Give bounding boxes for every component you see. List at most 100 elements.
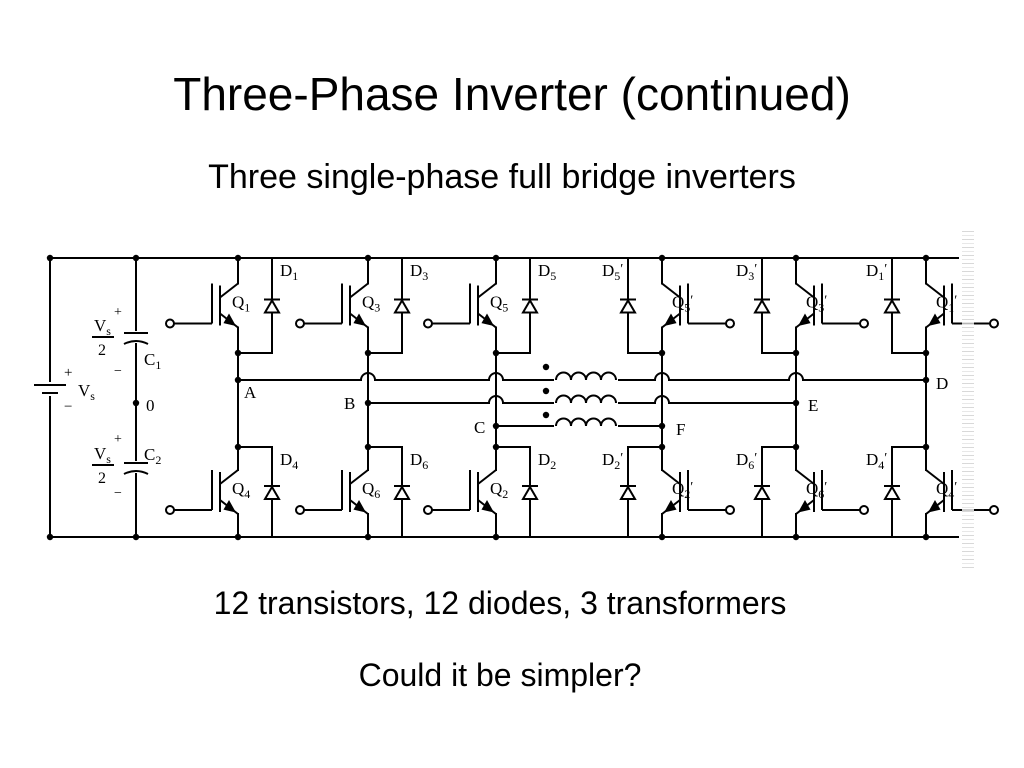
upper-switch-6-top-node	[922, 254, 930, 262]
upper-switch-2-bottom-node	[364, 349, 372, 357]
upper-half-voltage-denominator: 2	[98, 342, 106, 359]
upper-switch-4-top-node	[658, 254, 666, 262]
upper-half-voltage-numerator: Vs	[94, 316, 111, 338]
c2-minus-sign: −	[114, 486, 122, 501]
upper-switch-1-diode-triangle	[263, 298, 281, 314]
lower-switch-6-emitter-arrow	[928, 499, 941, 513]
upper-switch-3-q-label: Q5	[490, 293, 508, 315]
lower-switch-6-gate-terminal	[989, 505, 999, 515]
upper-switch-6-emitter-arrow	[928, 313, 941, 326]
upper-switch-1-bottom-node	[234, 349, 242, 357]
upper-switch-3-d-label: D5	[538, 261, 556, 283]
transformer-b-winding	[555, 394, 617, 404]
upper-switch-3-top-node	[492, 254, 500, 262]
upper-switch-5-q-label: Q3′	[806, 293, 827, 315]
lower-switch-3-d-label: D2	[538, 450, 556, 472]
battery-plus-sign: +	[64, 365, 72, 381]
node-d-label: D	[936, 374, 948, 393]
polarity-dot-b	[542, 387, 550, 395]
lower-switch-1-diode-triangle	[263, 485, 281, 500]
node-f-dot	[658, 422, 666, 430]
upper-switch-1-q-label: Q1	[232, 293, 250, 315]
upper-switch-1-top-node	[234, 254, 242, 262]
c2-plus-sign: +	[114, 432, 122, 447]
upper-switch-5-collector-lead	[795, 282, 815, 299]
upper-switch-5-bottom-node	[792, 349, 800, 357]
upper-switch-1-emitter-arrow	[223, 313, 236, 326]
lower-switch-4-q-label: Q2′	[672, 479, 693, 501]
upper-switch-2-q-label: Q3	[362, 293, 380, 315]
lower-switch-2-gate-terminal	[295, 505, 305, 515]
c1-plus-sign: +	[114, 305, 122, 320]
slide-title: Three-Phase Inverter (continued)	[173, 68, 851, 120]
source-voltage-label: Vs	[78, 381, 95, 403]
upper-switch-6-bottom-node	[922, 349, 930, 357]
lower-switch-3-bottom-node	[492, 533, 500, 541]
upper-switch-3-collector-lead	[477, 282, 497, 299]
upper-switch-2-d-label: D3	[410, 261, 428, 283]
polarity-dot-a	[542, 363, 550, 371]
lower-switch-1-d-label: D4	[280, 450, 298, 472]
node-a-dot	[234, 376, 242, 384]
rail-junction-dot	[46, 533, 54, 541]
c1-minus-sign: −	[114, 364, 122, 379]
upper-switch-6-gate-terminal	[989, 318, 999, 329]
node-e-dot	[792, 399, 800, 407]
node-b-dot	[364, 399, 372, 407]
lower-switch-3-emitter-arrow	[481, 499, 494, 513]
upper-switch-6-collector-lead	[925, 282, 945, 299]
capacitor-c1-label: C1	[144, 350, 161, 372]
upper-switch-6-q-label: Q1′	[936, 293, 957, 315]
upper-switch-3-diode-triangle	[521, 298, 539, 314]
upper-switch-1-collector-lead	[219, 282, 239, 299]
capacitor-c2-label: C2	[144, 445, 161, 467]
lower-switch-4-d-label: D2′	[602, 450, 623, 472]
lower-switch-6-top-node	[922, 443, 930, 451]
transformer-a-winding	[555, 371, 617, 381]
lower-switch-2-diode-triangle	[393, 485, 411, 500]
lower-switch-1-collector-lead	[219, 469, 239, 485]
upper-switch-1-d-label: D1	[280, 261, 298, 283]
lower-switch-4-emitter-arrow	[664, 499, 677, 513]
lower-switch-2-d-label: D6	[410, 450, 428, 472]
upper-switch-3-emitter-arrow	[481, 313, 494, 326]
upper-switch-3-bottom-node	[492, 349, 500, 357]
closing-question: Could it be simpler?	[358, 657, 642, 693]
upper-switch-4-bottom-node	[658, 349, 666, 357]
lower-switch-5-gate-terminal	[859, 505, 869, 515]
rail-junction-dot	[46, 254, 54, 262]
polarity-dot-c	[542, 411, 550, 419]
lower-switch-5-emitter-arrow	[798, 499, 811, 513]
lower-switch-3-gate-terminal	[423, 505, 433, 515]
lower-switch-5-diode-triangle	[753, 485, 771, 500]
upper-switch-3-gate-terminal	[423, 318, 433, 329]
lower-switch-5-q-label: Q6′	[806, 479, 827, 501]
lower-switch-1-q-label: Q4	[232, 479, 250, 501]
upper-switch-4-gate-terminal	[725, 318, 735, 329]
lower-switch-2-collector-lead	[349, 469, 369, 485]
node-c-dot	[492, 422, 500, 430]
lower-half-voltage-numerator: Vs	[94, 444, 111, 466]
lower-switch-2-emitter-arrow	[353, 499, 366, 513]
lower-switch-4-gate-terminal	[725, 505, 735, 515]
lower-switch-1-gate-terminal	[165, 505, 175, 515]
upper-switch-5-d-label: D3′	[736, 261, 757, 283]
upper-switch-2-diode-triangle	[393, 298, 411, 314]
capacitor-midpoint-dot	[132, 399, 140, 407]
node-d-dot	[922, 376, 930, 384]
component-count-caption: 12 transistors, 12 diodes, 3 transformer…	[213, 585, 787, 621]
lower-switch-5-bottom-node	[792, 533, 800, 541]
upper-switch-6-d-label: D1′	[866, 261, 887, 283]
lower-switch-1-top-node	[234, 443, 242, 451]
lower-switch-4-top-node	[658, 443, 666, 451]
capacitor-c2-plate-bottom	[123, 470, 149, 475]
lower-switch-4-bottom-node	[658, 533, 666, 541]
lower-switch-4-diode-triangle	[619, 485, 637, 500]
lower-switch-6-q-label: Q4′	[936, 479, 957, 501]
lower-switch-2-bottom-node	[364, 533, 372, 541]
lower-switch-6-diode-triangle	[883, 485, 901, 500]
lower-switch-6-collector-lead	[925, 469, 945, 485]
node-a-label: A	[244, 383, 257, 402]
lower-switch-2-top-node	[364, 443, 372, 451]
